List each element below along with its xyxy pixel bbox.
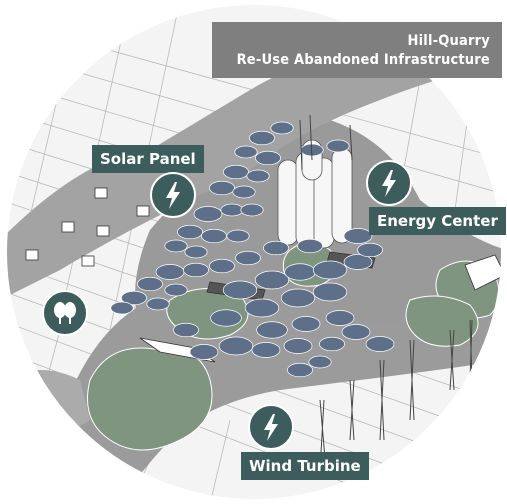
trees-badge bbox=[42, 290, 88, 336]
solar-badge bbox=[150, 172, 196, 218]
solar-panel-disc bbox=[251, 342, 281, 358]
solar-panel-disc bbox=[325, 310, 355, 326]
solar-panel-disc bbox=[121, 290, 147, 306]
solar-panel-disc bbox=[249, 130, 275, 146]
solar-panel-disc bbox=[173, 322, 199, 338]
solar-panel-disc bbox=[357, 242, 383, 258]
solar-panel-disc bbox=[146, 297, 170, 311]
lightning-bolt-icon bbox=[382, 170, 396, 197]
lightning-bolt-icon bbox=[264, 414, 278, 441]
solar-panel-disc bbox=[137, 276, 163, 292]
solar-panel-disc bbox=[365, 336, 395, 352]
solar-panel-disc bbox=[210, 309, 242, 327]
title-line-1: Hill-Quarry bbox=[407, 33, 490, 49]
solar-panel-disc bbox=[222, 280, 258, 300]
solar-panel-disc bbox=[189, 344, 219, 360]
solar-panel-disc bbox=[256, 321, 288, 339]
solar-panel-disc bbox=[209, 180, 235, 196]
solar-panel-disc bbox=[297, 238, 323, 254]
solar-panel-disc bbox=[312, 282, 348, 302]
solar-panel-disc bbox=[155, 264, 185, 280]
solar-panel-disc bbox=[270, 121, 294, 135]
solar-panel-disc bbox=[232, 185, 256, 199]
solar-panel-disc bbox=[240, 203, 264, 217]
solar-panel-disc bbox=[283, 338, 313, 354]
solar-panel-disc bbox=[343, 228, 373, 244]
solar-panel-disc bbox=[254, 270, 290, 290]
solar-panel-disc bbox=[226, 229, 250, 243]
solar-panel-disc bbox=[312, 260, 348, 280]
solar-panel-disc bbox=[255, 150, 281, 166]
solar-panel-disc bbox=[319, 336, 345, 352]
solar-panel-disc bbox=[291, 316, 321, 332]
solar-panel-disc bbox=[341, 324, 371, 340]
solar-panel-disc bbox=[223, 164, 249, 180]
solar-panel-disc bbox=[234, 145, 258, 159]
lightning-bolt-icon bbox=[166, 182, 180, 209]
solar-panel-disc bbox=[201, 228, 227, 244]
wind-badge bbox=[248, 404, 294, 450]
solar-panel-disc bbox=[164, 239, 188, 253]
solar-panel-disc bbox=[343, 254, 373, 270]
solar-panel-disc bbox=[209, 258, 235, 274]
title-line-2: Re-Use Abandoned Infrastructure bbox=[236, 52, 490, 68]
trees-icon bbox=[54, 302, 76, 324]
wind-turbine-label: Wind Turbine bbox=[241, 452, 369, 480]
solar-panel-disc bbox=[326, 139, 350, 153]
energy-badge bbox=[366, 160, 412, 206]
solar-panel-disc bbox=[287, 362, 313, 378]
solar-panel-disc bbox=[177, 224, 203, 240]
solar-panel-disc bbox=[280, 288, 316, 308]
solar-panel-disc bbox=[235, 250, 261, 266]
solar-panel-label: Solar Panel bbox=[92, 145, 204, 173]
solar-panel-disc bbox=[110, 301, 134, 315]
solar-panel-disc bbox=[220, 203, 244, 217]
solar-panels bbox=[110, 121, 395, 378]
solar-panel-disc bbox=[284, 263, 316, 281]
solar-panel-disc bbox=[184, 245, 208, 259]
solar-panel-disc bbox=[263, 240, 289, 256]
solar-panel-disc bbox=[193, 206, 223, 222]
solar-panel-disc bbox=[244, 298, 280, 318]
solar-panel-disc bbox=[183, 262, 209, 278]
solar-panel-disc bbox=[246, 169, 270, 183]
energy-center-silos bbox=[277, 139, 353, 249]
title-panel: Hill-Quarry Re-Use Abandoned Infrastruct… bbox=[212, 22, 502, 78]
solar-panel-disc bbox=[164, 283, 188, 297]
energy-center-label: Energy Center bbox=[369, 207, 506, 235]
solar-panel-disc bbox=[308, 355, 332, 369]
solar-panel-disc bbox=[218, 336, 254, 356]
map-title: Hill-Quarry Re-Use Abandoned Infrastruct… bbox=[237, 32, 490, 70]
